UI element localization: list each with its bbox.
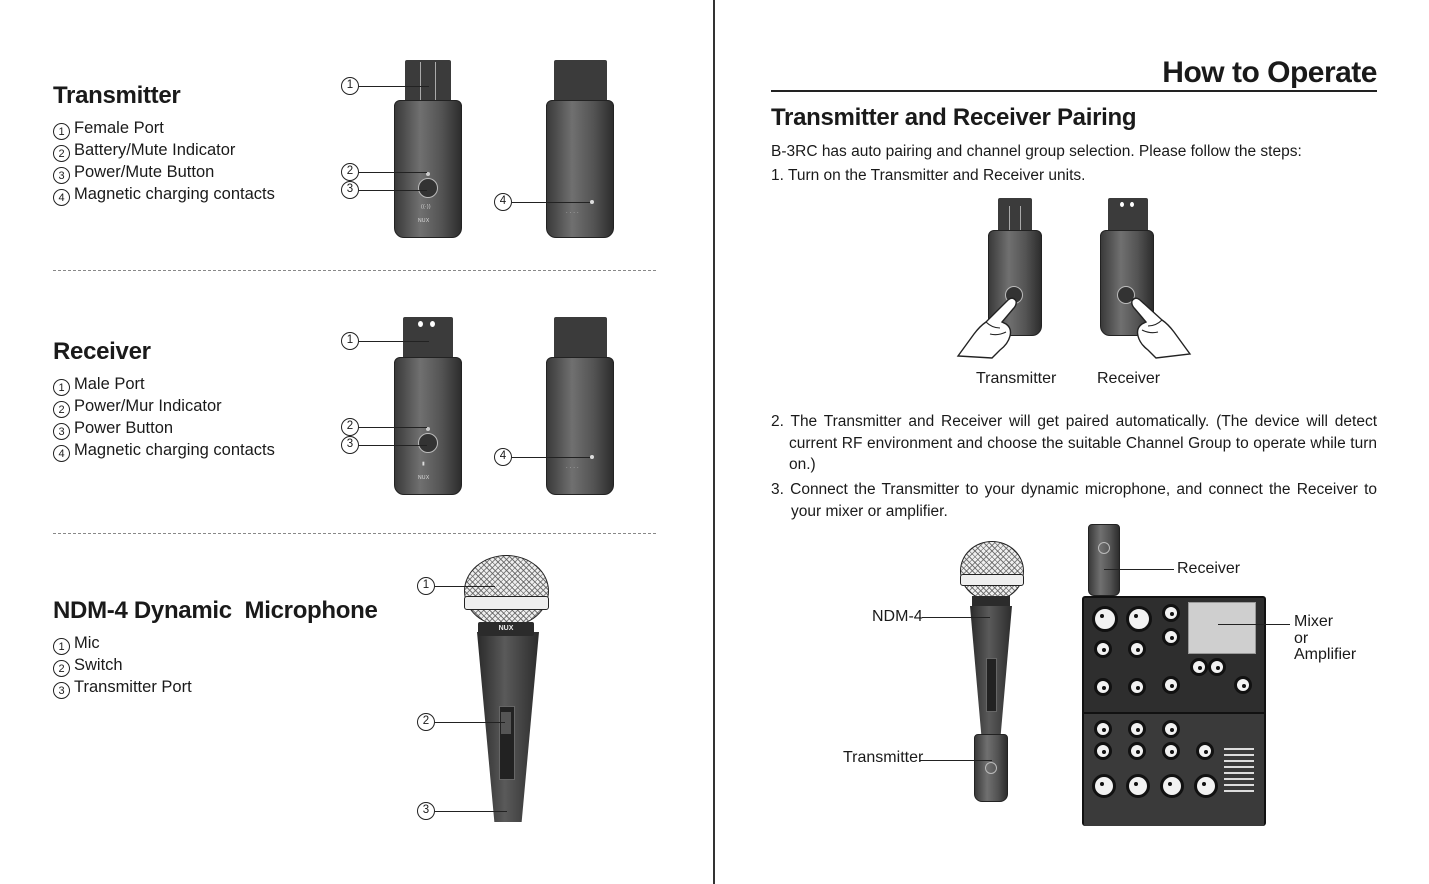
callout-3: 3 (417, 802, 435, 820)
intro-text: B-3RC has auto pairing and channel group… (771, 143, 1302, 160)
ndm4-caption: NDM-4 (872, 608, 923, 625)
receiver-front-illustration: ▮ NUX (394, 317, 462, 495)
callout-2: 2 (341, 418, 359, 436)
step-3: 3. Connect the Transmitter to your dynam… (771, 481, 1377, 520)
callout-3: 3 (341, 436, 359, 454)
transmitter-caption: Transmitter (976, 370, 1057, 387)
mixer-illustration (1082, 596, 1266, 826)
callout-1: 1 (341, 77, 359, 95)
transmitter-title: Transmitter (53, 82, 181, 109)
callout-2: 2 (417, 713, 435, 731)
receiver-connect-caption: Receiver (1177, 560, 1241, 577)
receiver-title: Receiver (53, 338, 151, 365)
mixer-caption: Mixer or Amplifier (1294, 613, 1357, 663)
callout-4: 4 (494, 448, 512, 466)
section-divider (53, 270, 656, 271)
heading-rule (771, 90, 1377, 92)
step-1: 1. Turn on the Transmitter and Receiver … (771, 167, 1086, 184)
callout-1: 1 (417, 577, 435, 595)
transmitter-back-illustration: · · · · (546, 60, 614, 238)
step-2: 2. The Transmitter and Receiver will get… (771, 413, 1377, 473)
pairing-title: Transmitter and Receiver Pairing (771, 104, 1137, 131)
section-divider (53, 533, 656, 534)
microphone-title: NDM-4 Dynamic Microphone (53, 597, 378, 624)
page-heading: How to Operate (1162, 56, 1377, 89)
callout-1: 1 (341, 332, 359, 350)
callout-2: 2 (341, 163, 359, 181)
receiver-caption: Receiver (1097, 370, 1161, 387)
callout-3: 3 (341, 181, 359, 199)
transmitter-front-illustration: ((·)) NUX (394, 60, 462, 238)
hand-icon (1131, 297, 1192, 359)
transmitter-connect-caption: Transmitter (843, 749, 924, 766)
receiver-back-illustration: · · · · (546, 317, 614, 495)
page-divider (713, 0, 715, 884)
hand-icon (956, 297, 1017, 359)
callout-4: 4 (494, 193, 512, 211)
